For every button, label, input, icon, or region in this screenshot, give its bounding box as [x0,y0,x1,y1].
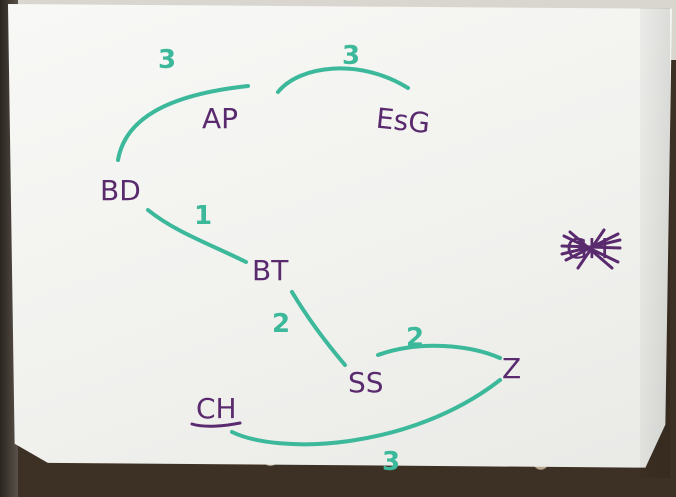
weight-ch-z: 3 [382,447,400,477]
edge-bd-ap [116,84,250,162]
node-esg: EsG [375,102,432,140]
node-z: Z [502,352,521,385]
scribble-marks [560,228,622,270]
edge-bt-ss [290,290,347,367]
node-bd: BD [100,174,141,207]
node-ch-underline [190,421,242,428]
edge-bd-bt [146,208,248,264]
crossed-out-node: GH [560,228,622,270]
paper-edge-shade [640,8,670,478]
node-ap: AP [202,102,238,135]
edge-ch-z [230,378,502,447]
weight-bd-bt: 1 [194,201,212,231]
weight-bt-ss: 2 [272,309,290,339]
edge-ap-esg [276,66,410,94]
node-bt: BT [252,254,289,287]
paper-sheet [8,4,672,468]
weight-ss-z: 2 [406,323,424,353]
node-ch: CH [196,392,237,425]
weight-bd-ap: 3 [158,45,176,75]
weight-ap-esg: 3 [342,41,360,71]
edge-ss-z [376,343,502,360]
node-ss: SS [348,366,384,399]
